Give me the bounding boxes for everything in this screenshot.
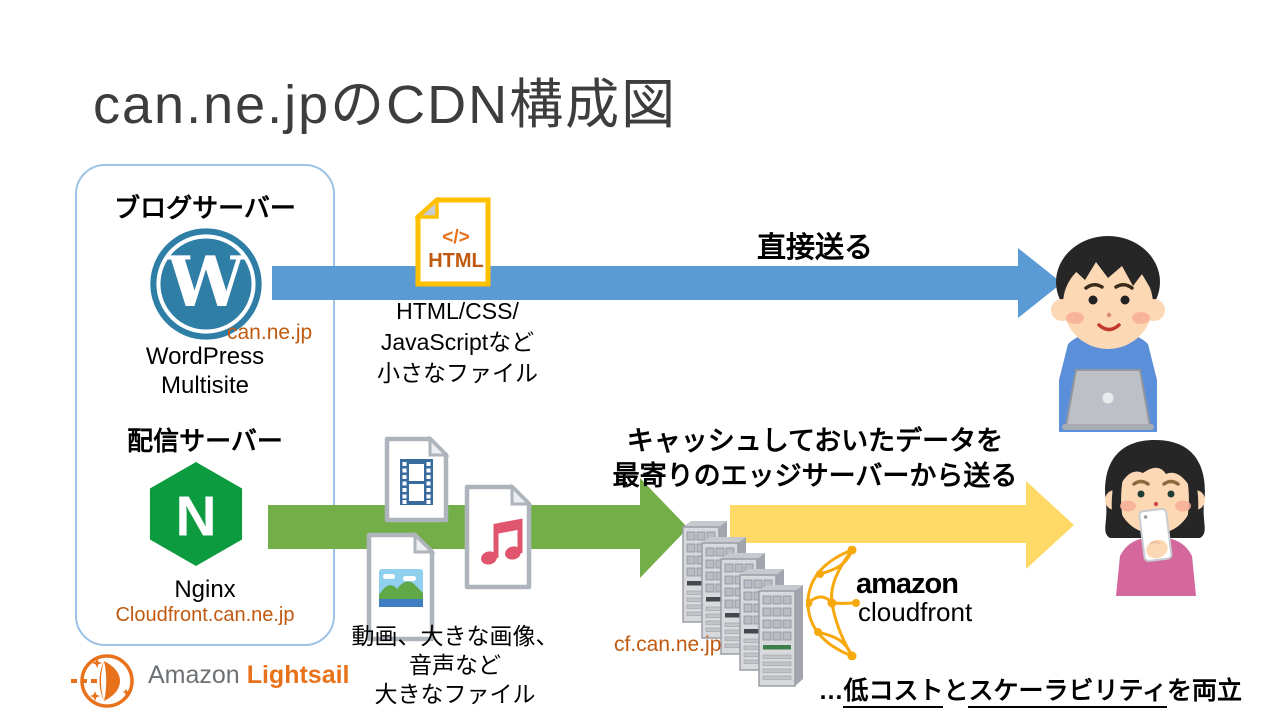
svg-text:W: W bbox=[166, 242, 246, 323]
audio-file-icon bbox=[463, 483, 533, 591]
cloudfront-brand-text: amazon bbox=[856, 568, 959, 600]
footer-connector: と bbox=[943, 677, 969, 705]
origin-servers-box bbox=[75, 164, 335, 646]
html-icon-label: HTML bbox=[428, 250, 484, 272]
edge-to-user-arrow bbox=[730, 481, 1074, 569]
woman-with-smartphone-illustration bbox=[1090, 436, 1220, 596]
wordpress-multisite-label: Multisite bbox=[160, 372, 250, 399]
edge-domain-label: cf.can.ne.jp bbox=[614, 633, 722, 656]
delivery-server-heading: 配信サーバー bbox=[127, 426, 283, 456]
cache-description-line: 最寄りのエッジサーバーから送る bbox=[612, 461, 1018, 491]
page-title: can.ne.jpのCDN構成図 bbox=[93, 75, 678, 135]
nginx-name: Nginx bbox=[174, 576, 236, 603]
svg-text:N: N bbox=[175, 486, 216, 549]
description-line: 動画、大きな画像、 bbox=[351, 623, 559, 649]
cache-description: キャッシュしておいたデータを 最寄りのエッジサーバーから送る bbox=[595, 424, 1035, 494]
large-files-description: 動画、大きな画像、 音声など 大きなファイル bbox=[330, 622, 580, 709]
description-line: JavaScriptなど bbox=[380, 329, 535, 355]
lightsail-product-text: Lightsail bbox=[246, 661, 350, 689]
direct-send-label: 直接送る bbox=[756, 232, 873, 264]
man-with-laptop-illustration bbox=[1038, 222, 1178, 432]
video-file-icon bbox=[383, 435, 450, 524]
footer-term-scalability: スケーラビリティ bbox=[968, 677, 1167, 708]
cloudfront-product-text: cloudfront bbox=[858, 597, 973, 627]
footer-term-low-cost: 低コスト bbox=[843, 677, 944, 708]
cloudfront-globe-icon bbox=[803, 545, 860, 661]
server-rack-icon bbox=[757, 583, 805, 687]
wordpress-name: WordPress bbox=[145, 343, 265, 370]
footer-note: …低コストとスケーラビリティを両立 bbox=[690, 671, 1242, 708]
nginx-logo-icon: N bbox=[147, 458, 245, 570]
html-icon-code: </> bbox=[442, 227, 469, 248]
description-line: 音声など bbox=[409, 652, 501, 678]
description-line: HTML/CSS/ bbox=[396, 298, 519, 324]
blog-server-heading: ブログサーバー bbox=[114, 193, 296, 223]
image-file-icon bbox=[365, 531, 436, 643]
footer-suffix: を両立 bbox=[1166, 677, 1242, 705]
wordpress-logo-icon: W bbox=[148, 226, 264, 342]
description-line: 大きなファイル bbox=[374, 681, 536, 707]
cache-description-line: キャッシュしておいたデータを bbox=[626, 426, 1004, 456]
direct-arrow bbox=[272, 248, 1062, 318]
delivery-domain-label: Cloudfront.can.ne.jp bbox=[115, 604, 295, 626]
small-files-description: HTML/CSS/ JavaScriptなど 小さなファイル bbox=[345, 296, 570, 389]
lightsail-logo-icon bbox=[70, 650, 136, 714]
blog-domain-label: can.ne.jp bbox=[227, 321, 313, 344]
html-file-icon: </> HTML bbox=[413, 196, 491, 287]
footer-prefix: … bbox=[818, 677, 844, 705]
edge-servers-cluster bbox=[681, 519, 811, 691]
lightsail-brand-text: Amazon bbox=[148, 661, 240, 689]
description-line: 小さなファイル bbox=[377, 360, 538, 386]
